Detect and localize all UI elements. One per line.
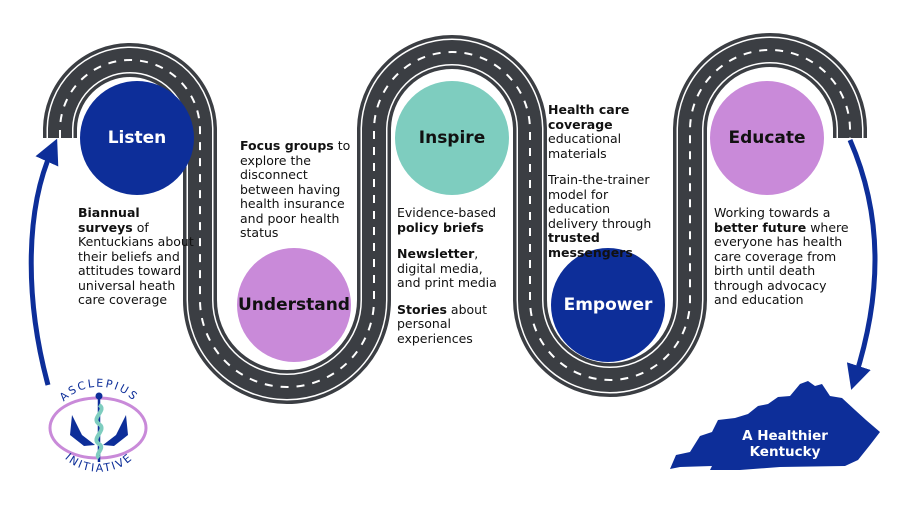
stage-label: Understand [238,295,350,315]
educate-description: Working towards a better future where ev… [714,205,849,307]
stage-educate: Educate [710,81,824,195]
listen-description: Biannual surveys of Kentuckians about th… [78,205,194,307]
empower-item: Health care coverage educational materia… [548,102,630,161]
stage-empower: Empower [551,248,665,362]
stage-label: Educate [728,128,806,148]
end-arrow [846,138,878,390]
destination-line: A Healthier [742,428,828,444]
asclepius-logo: ASCLEPIUS INITIATIVE [48,377,148,475]
inspire-item: Stories about personal experiences [397,301,487,346]
destination-label: A Healthier Kentucky [730,428,840,460]
stage-understand: Understand [237,248,351,362]
stage-listen: Listen [80,81,194,195]
stage-label: Empower [563,295,653,315]
understand-description: Focus groups to explore the disconnect b… [240,138,351,240]
stage-label: Inspire [418,128,486,148]
empower-description: Health care coverage educational materia… [548,102,660,272]
empower-item: Train-the-trainer model for education de… [548,172,652,260]
stage-label: Listen [107,128,167,148]
inspire-item: Evidence-based policy briefs [397,205,497,235]
destination-line: Kentucky [749,444,821,460]
inspire-description: Evidence-based policy briefs Newsletter,… [397,205,507,358]
stage-inspire: Inspire [395,81,509,195]
kentucky-map [670,381,880,470]
winding-road [43,33,867,404]
start-arrow [28,138,59,386]
inspire-item: Newsletter, digital media, and print med… [397,246,497,290]
